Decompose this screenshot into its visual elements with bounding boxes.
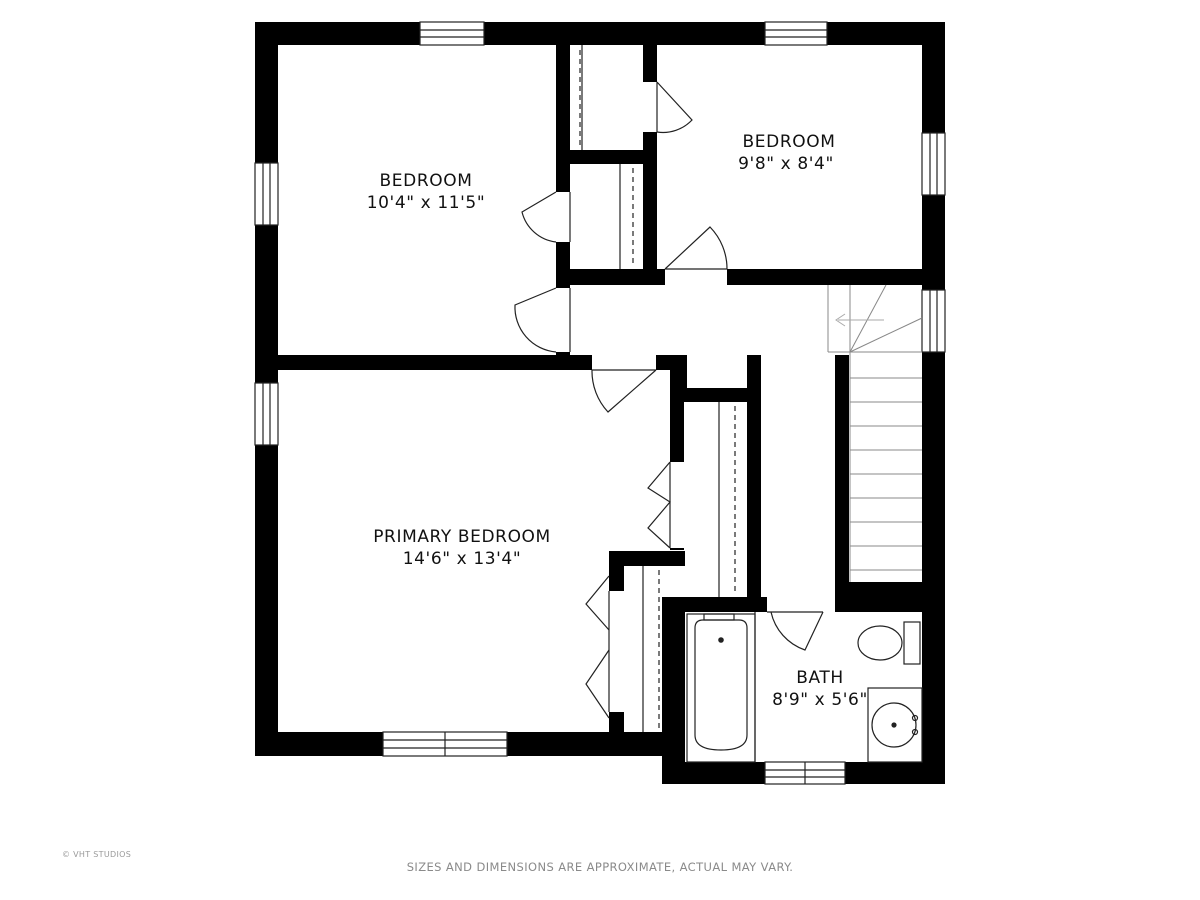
stairs <box>827 284 923 582</box>
room-name-primary-bedroom: PRIMARY BEDROOM <box>373 527 551 547</box>
wall-bath-top <box>662 597 767 612</box>
vanity <box>867 687 923 763</box>
door-bedroom-left-closet <box>521 191 557 243</box>
door-bedroom-right <box>664 226 728 270</box>
outer-wall-right <box>922 22 945 784</box>
wall-primary-top <box>278 355 683 370</box>
sink-basin <box>871 702 917 748</box>
wall-hall-closet-left <box>683 355 687 400</box>
outer-wall-bath-left <box>662 600 685 784</box>
bath-fixtures <box>686 612 923 763</box>
toilet-tank <box>903 621 921 665</box>
room-labels: BEDROOM 10'4" x 11'5" BEDROOM 9'8" x 8'4… <box>367 132 868 710</box>
door-bedroom-left <box>514 287 557 353</box>
room-size-bedroom-right: 9'8" x 8'4" <box>738 154 834 174</box>
window-left-lower <box>254 382 279 446</box>
door-primary-closet-bifold <box>647 461 671 549</box>
door-primary-closet-2-bifold <box>585 575 610 719</box>
window-top-right <box>764 21 828 46</box>
wall-primary-closet-left <box>609 551 624 591</box>
toilet-bowl <box>857 625 903 661</box>
closets <box>579 45 736 732</box>
door-primary-bedroom <box>591 369 657 413</box>
wall-stair-bottom <box>835 582 925 612</box>
wall-primary-closet-top <box>609 551 685 566</box>
credit-text: © VHT STUDIOS <box>62 850 132 859</box>
wall-hall-closet-mid <box>747 355 761 600</box>
doors <box>514 81 824 719</box>
room-name-bedroom-right: BEDROOM <box>743 132 836 152</box>
window-right-stair <box>921 289 946 353</box>
room-size-primary-bedroom: 14'6" x 13'4" <box>403 549 522 569</box>
outer-wall-top <box>255 22 945 45</box>
room-name-bedroom-left: BEDROOM <box>380 171 473 191</box>
bathtub <box>686 613 756 763</box>
window-left-upper <box>254 162 279 226</box>
wall-stair-left <box>835 355 849 585</box>
room-name-bath: BATH <box>796 668 844 688</box>
door-bedroom-right-closet <box>656 81 693 134</box>
door-bath <box>770 611 824 651</box>
window-right-upper <box>921 132 946 196</box>
disclaimer-note: SIZES AND DIMENSIONS ARE APPROXIMATE, AC… <box>406 860 794 874</box>
room-size-bedroom-left: 10'4" x 11'5" <box>367 193 486 213</box>
room-size-bath: 8'9" x 5'6" <box>772 690 868 710</box>
wall-primary-closet-left-bottom <box>609 712 624 732</box>
wall-hall-top <box>556 269 656 285</box>
wall-closet-divider <box>556 150 656 164</box>
window-top-left <box>419 21 485 46</box>
windows <box>254 21 946 785</box>
wall-hall-closet-top <box>683 388 761 402</box>
